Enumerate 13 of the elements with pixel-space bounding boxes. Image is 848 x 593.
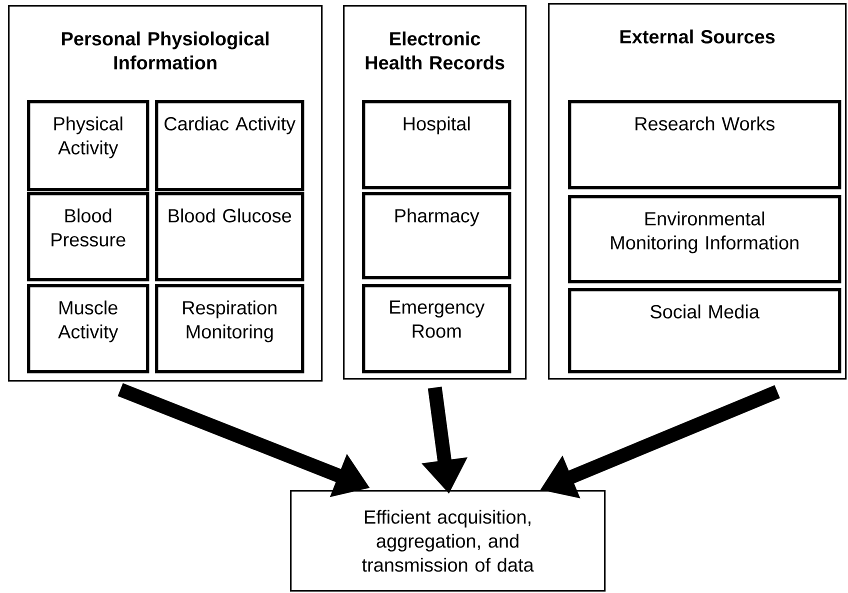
category-box: Physical Activity	[27, 100, 150, 192]
category-box: Research Works	[568, 100, 842, 190]
category-box: Respiration Monitoring	[155, 284, 304, 374]
result-box: Efficient acquisition, aggregation, and transmission of data	[290, 490, 606, 592]
category-box: Hospital	[362, 100, 512, 190]
category-box: Environmental Monitoring Information	[568, 195, 842, 284]
category-box: Blood Pressure	[27, 192, 150, 282]
category-box: Social Media	[568, 288, 842, 374]
category-box: Muscle Activity	[27, 284, 150, 374]
category-box: Emergency Room	[362, 284, 512, 374]
category-box: Pharmacy	[362, 192, 512, 280]
category-box: Blood Glucose	[155, 192, 304, 282]
category-box: Cardiac Activity	[155, 100, 304, 192]
